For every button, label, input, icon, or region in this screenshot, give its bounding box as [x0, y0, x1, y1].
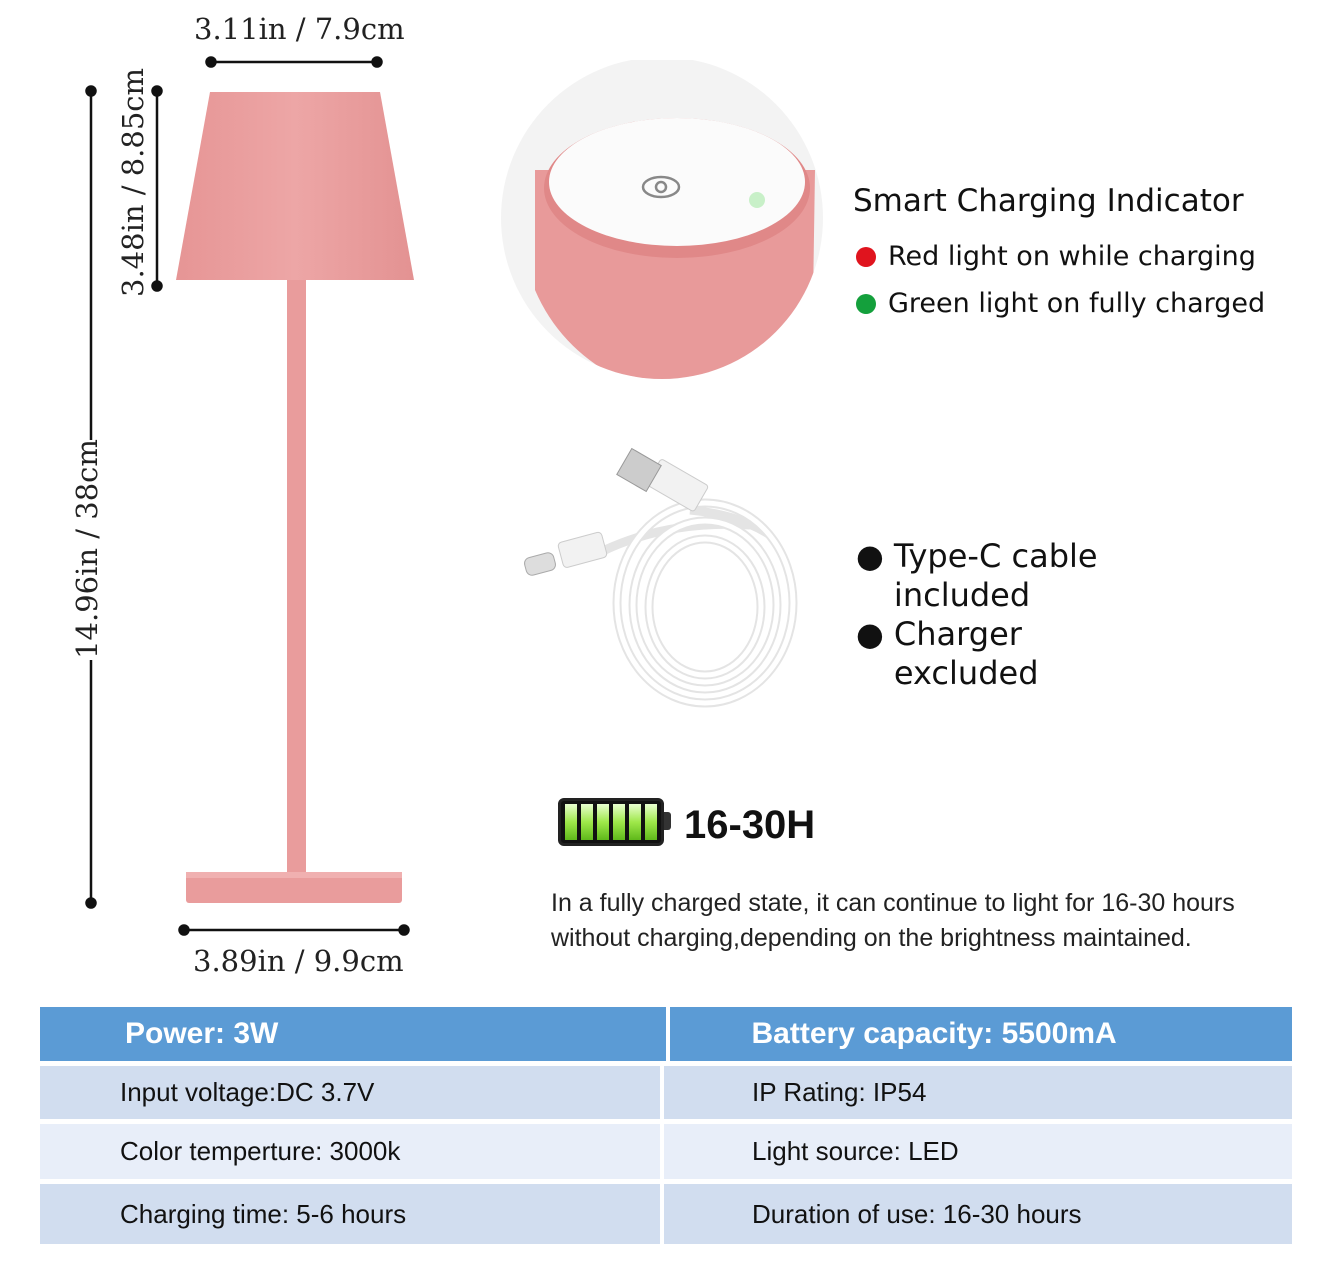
red-dot-icon [856, 246, 876, 267]
lamp-illustration [85, 56, 414, 936]
shade-width-label: 3.11in / 7.9cm [194, 12, 405, 46]
cable-item: Type-C cable included [893, 537, 1098, 614]
charging-indicator-closeup [501, 60, 823, 379]
table-row: Charging time: 5-6 hours Duration of use… [40, 1184, 1292, 1244]
indicator-item-green: Green light on fully charged [856, 288, 1265, 319]
indicator-item-red: Red light on while charging [856, 241, 1256, 272]
table-cell: IP Rating: IP54 [664, 1066, 1292, 1119]
indicator-title: Smart Charging Indicator [853, 183, 1244, 219]
indicator-item-label: Red light on while charging [888, 241, 1256, 272]
shade-height-label: 3.48in / 8.85cm [116, 67, 150, 297]
description-line: In a fully charged state, it can continu… [551, 889, 1235, 917]
usb-c-cable-illustration [524, 447, 798, 708]
lamp-shade [176, 92, 414, 280]
table-cell: Charging time: 5-6 hours [40, 1184, 660, 1244]
table-header: Power: 3W Battery capacity: 5500mA [40, 1007, 1292, 1061]
cable-item: Charger excluded [893, 615, 1039, 692]
base-width-label: 3.89in / 9.9cm [193, 944, 404, 978]
description-line: without charging,depending on the bright… [551, 924, 1192, 952]
green-dot-icon [856, 293, 876, 314]
power-icon [641, 175, 681, 199]
battery-duration-label: 16-30H [684, 803, 816, 847]
table-cell: Light source: LED [664, 1124, 1292, 1179]
table-row: Input voltage:DC 3.7V IP Rating: IP54 [40, 1066, 1292, 1119]
lamp-base [186, 872, 402, 903]
cable-info: ●Type-C cable included ●Charger excluded [856, 537, 1156, 693]
header-battery: Battery capacity: 5500mA [669, 1007, 1292, 1061]
total-height-label: 14.96in / 38cm [70, 439, 104, 659]
table-cell: Color temperture: 3000k [40, 1124, 660, 1179]
header-power: Power: 3W [40, 1007, 666, 1061]
table-cell: Input voltage:DC 3.7V [40, 1066, 660, 1119]
table-row: Color temperture: 3000k Light source: LE… [40, 1124, 1292, 1179]
battery-icon [558, 798, 664, 846]
indicator-item-label: Green light on fully charged [888, 288, 1266, 319]
lamp-stem [287, 280, 306, 875]
battery-description: In a fully charged state, it can continu… [551, 886, 1235, 956]
table-cell: Duration of use: 16-30 hours [664, 1184, 1292, 1244]
specs-table: Power: 3W Battery capacity: 5500mA Input… [40, 1007, 1292, 1249]
